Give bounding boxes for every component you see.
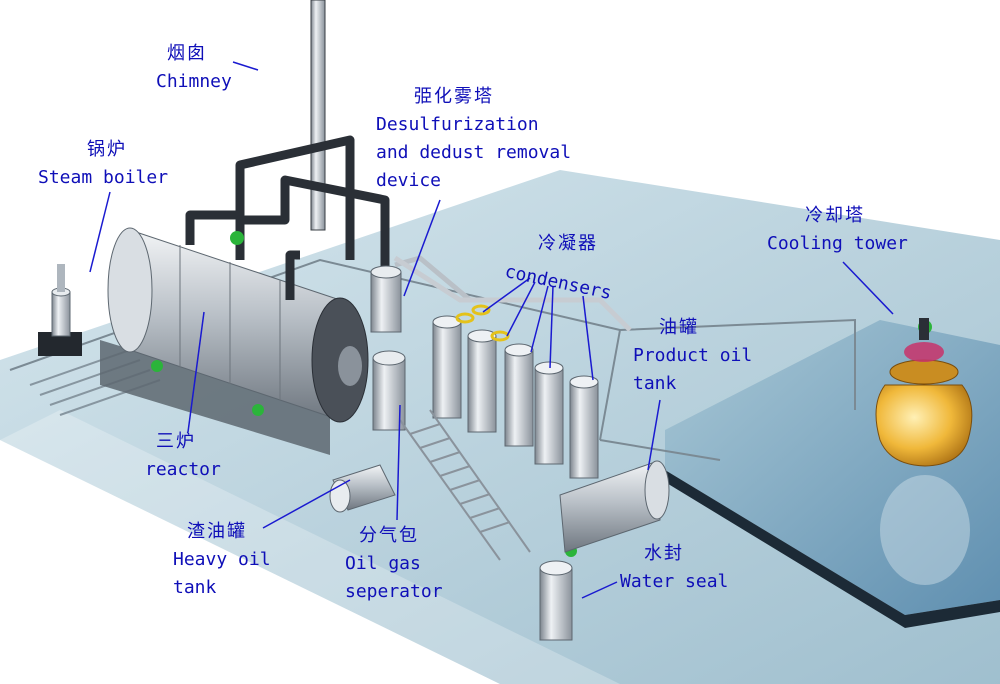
condensers-cn: 冷凝器 [538,233,598,254]
water-seal-tank [539,560,573,641]
condenser-rings [455,304,510,342]
desulfurization-en-2: and dedust removal [376,142,572,163]
product-oil-en-2: tank [633,373,677,394]
label-cooling-tower: 冷却塔 Cooling tower [767,202,908,258]
label-chimney: 烟囱 Chimney [156,40,232,96]
condenser-columns [432,315,599,479]
heavy-oil-en-1: Heavy oil [173,549,271,570]
staircase [399,409,531,561]
desulfurization-cn: 弫化雾塔 [414,86,494,107]
cooling-tower-reflection [880,475,970,585]
reflection-band [0,410,620,684]
label-water-seal: 水封 Water seal [620,540,728,596]
steam-boiler-unit [38,264,82,356]
chimney-stack [310,0,326,231]
label-steam-boiler: 锅炉 Steam boiler [38,136,168,192]
oil-gas-sep-en-1: Oil gas [345,553,421,574]
label-heavy-oil-tank: 渣油罐 Heavy oil tank [173,518,271,602]
label-desulfurization: 弫化雾塔 Desulfurization and dedust removal … [376,83,571,195]
chimney-en: Chimney [156,71,232,92]
product-oil-en-1: Product oil [633,345,753,366]
steam-boiler-cn: 锅炉 [87,139,127,160]
reactor-cn: 三炉 [156,431,196,452]
product-oil-cn: 油罐 [659,317,699,338]
leader-lines [89,61,894,599]
reactor-drum [107,227,369,423]
water-seal-cn: 水封 [644,543,684,564]
product-oil-tank [559,460,670,553]
desulfurization-en-3: device [376,170,442,191]
oil-gas-sep-cn: 分气包 [359,525,419,546]
label-reactor: 三炉 reactor [145,428,221,484]
cooling-tower-en: Cooling tower [767,233,908,254]
label-condensers: 冷凝器 condensers [503,230,616,304]
label-oil-gas-separator: 分气包 Oil gas seperator [345,522,443,606]
desulfurization-en-1: Desulfurization [376,114,539,135]
water-seal-en: Water seal [620,571,729,592]
oil-gas-sep-en-2: seperator [345,581,443,602]
gas-header-pipe [393,255,632,332]
chimney-cn: 烟囱 [167,43,207,64]
label-product-oil-tank: 油罐 Product oil tank [633,314,752,398]
cooling-tower-cn: 冷却塔 [805,205,865,226]
heavy-oil-cn: 渣油罐 [187,521,247,542]
steam-boiler-en: Steam boiler [38,167,169,188]
flue-pipes [185,135,390,300]
reactor-en: reactor [145,459,221,480]
cooling-pond-edge [665,470,1000,628]
cooling-tower-tank [875,318,973,467]
heavy-oil-en-2: tank [173,577,217,598]
platform-railing [9,258,856,461]
